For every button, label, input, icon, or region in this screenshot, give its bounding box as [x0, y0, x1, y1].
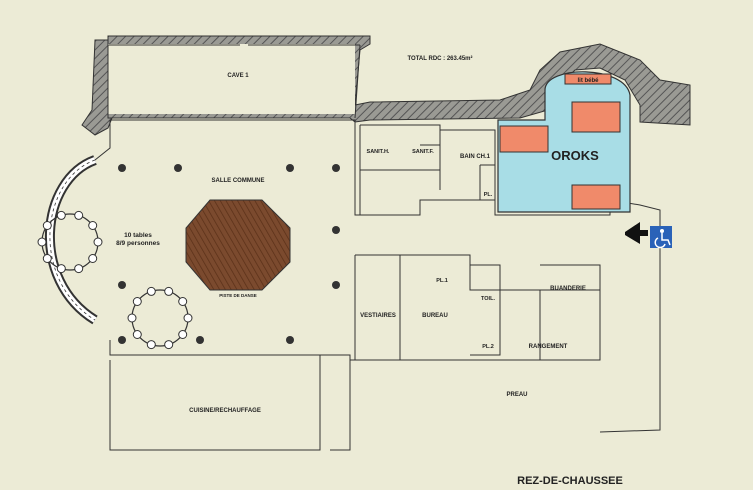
chair	[74, 264, 84, 274]
baby-bed	[564, 73, 612, 85]
cuisine-label: CUISINE/RECHAUFFAGE	[189, 408, 261, 414]
chair	[88, 254, 98, 263]
vestiaires-label: VESTIAIRES	[360, 313, 396, 319]
chair	[164, 286, 174, 296]
pl-label: PL.	[484, 192, 493, 198]
tables-note-line1: 10 tables	[124, 232, 152, 239]
building-walls	[94, 44, 661, 451]
chair	[132, 297, 142, 306]
chair	[42, 221, 52, 230]
bain-label: BAIN CH.1	[460, 154, 491, 160]
dance-floor	[185, 199, 291, 291]
chair	[127, 313, 137, 323]
chair	[183, 313, 193, 323]
bureau-label: BUREAU	[422, 313, 448, 319]
buanderie-label: BUANDERIE	[550, 286, 586, 292]
piste-label: PISTE DE DANSE	[219, 293, 257, 298]
chair	[56, 264, 66, 274]
oroks-label: OROKS	[551, 148, 599, 163]
cave-label: CAVE 1	[227, 73, 249, 79]
entrance-arrow-icon	[625, 222, 648, 244]
lit-bebe-label: lit bébé	[577, 78, 599, 84]
chair	[164, 340, 174, 350]
sanit-f-label: SANIT.F.	[412, 149, 434, 155]
chair	[146, 340, 156, 350]
chair	[178, 330, 188, 339]
chair	[37, 237, 47, 247]
preau-label: PREAU	[506, 392, 527, 398]
pl2-label: PL.2	[482, 344, 494, 350]
tables-note-line2: 8/9 personnes	[116, 240, 160, 247]
bed-bottom	[571, 184, 621, 210]
pillars	[118, 164, 340, 344]
chair	[56, 210, 66, 220]
chairs	[37, 210, 193, 350]
pl1-label: PL.1	[436, 278, 448, 284]
chair	[88, 221, 98, 230]
chair	[146, 286, 156, 296]
salle-label: SALLE COMMUNE	[212, 178, 265, 184]
sanit-h-label: SANIT.H.	[367, 149, 390, 155]
bed-top-right	[571, 101, 621, 133]
level-title: REZ-DE-CHAUSSEE	[517, 475, 623, 487]
chair	[42, 254, 52, 263]
total-area-label: TOTAL RDC : 263.45m²	[407, 55, 472, 62]
chair	[74, 210, 84, 220]
chair	[178, 297, 188, 306]
accessibility-icon	[650, 226, 672, 249]
chair	[93, 237, 103, 247]
oroks-room	[497, 71, 631, 213]
rangement-label: RANGEMENT	[529, 344, 568, 350]
bed-top-left	[499, 125, 549, 153]
toil-label: TOIL.	[481, 296, 495, 302]
chair	[132, 330, 142, 339]
bay-wall	[45, 155, 98, 325]
